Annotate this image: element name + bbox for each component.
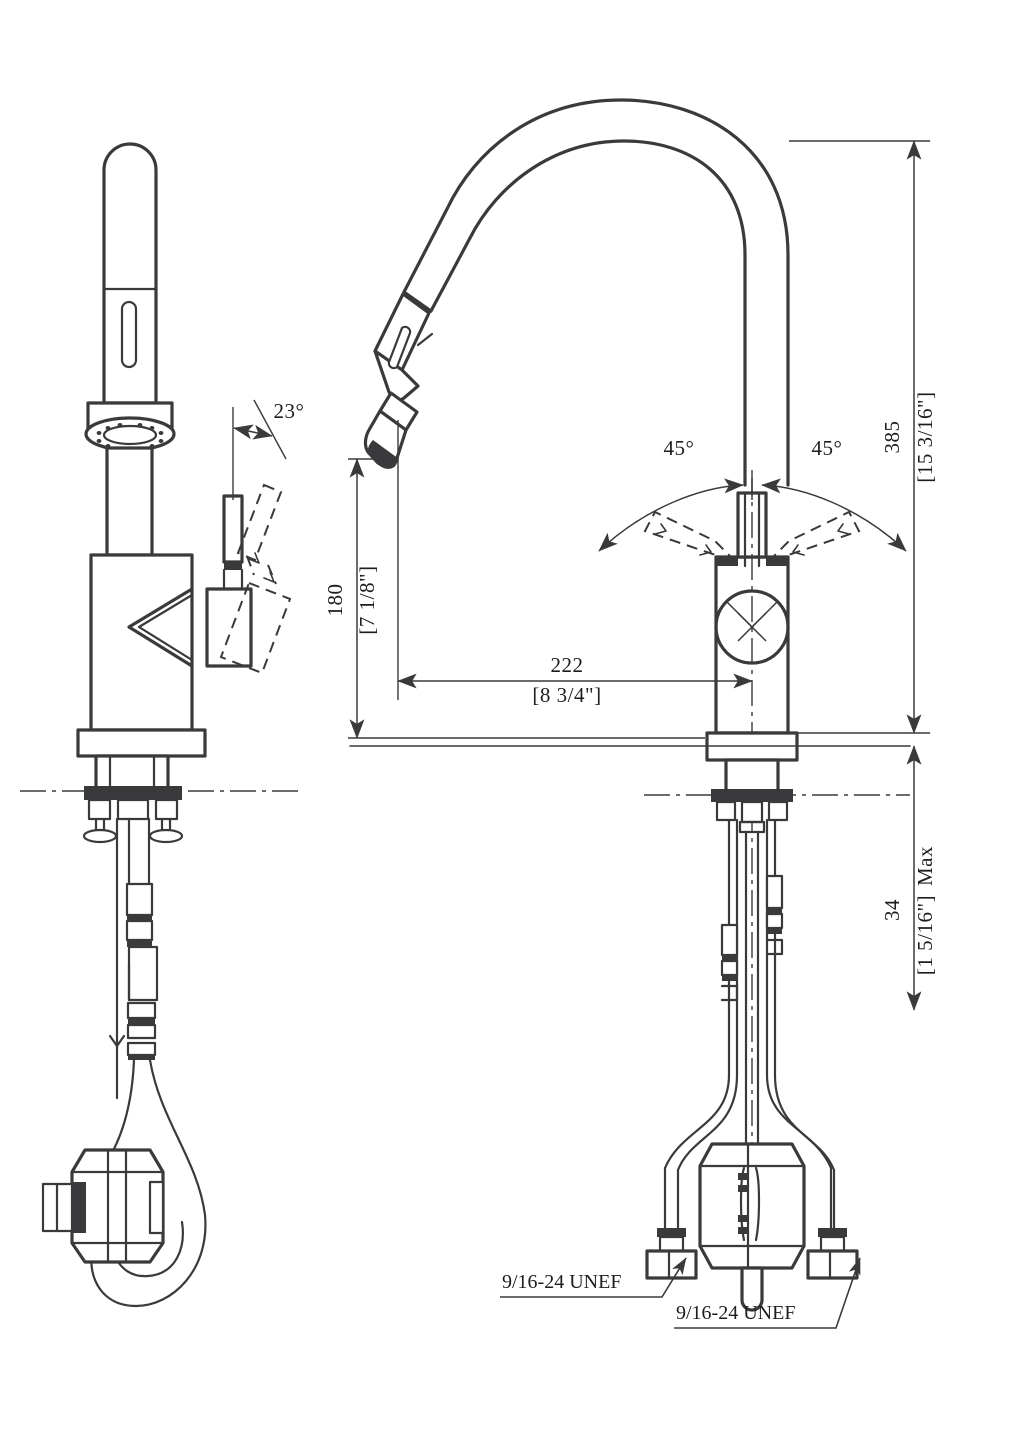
spout-reach-imperial: [8 3/4"] bbox=[532, 683, 601, 707]
mounting-hardware-left bbox=[82, 786, 184, 844]
riser-tube bbox=[105, 446, 154, 557]
overall-height-metric: 385 bbox=[880, 421, 904, 454]
shank-right bbox=[724, 758, 780, 795]
shank-left bbox=[94, 754, 170, 792]
mounting-nut-assembly bbox=[711, 789, 793, 834]
spray-head bbox=[102, 142, 158, 405]
handle-ghost-ticks bbox=[248, 552, 275, 583]
spray-outlet bbox=[363, 391, 419, 469]
hose-weight bbox=[41, 1148, 165, 1264]
handle-lever-ghost bbox=[219, 483, 292, 675]
gooseneck-spout bbox=[402, 98, 790, 487]
overall-height-imperial: [15 3/16"] bbox=[913, 391, 937, 482]
overall-height-dimension: 385 [15 3/16"] bbox=[789, 140, 937, 734]
swivel-left-angle-label: 45° bbox=[664, 436, 695, 460]
deck-thickness-suffix: Max bbox=[913, 846, 937, 886]
handle-lift-angle-dimension: 23° bbox=[232, 399, 305, 500]
thread-callout-left: 9/16-24 UNEF bbox=[500, 1257, 687, 1298]
deck-thickness-metric: 34 bbox=[880, 899, 904, 921]
handle-ghost-positions-right bbox=[643, 510, 861, 563]
thread-callout-right: 9/16-24 UNEF bbox=[674, 1257, 861, 1329]
spray-face-ring bbox=[84, 401, 176, 452]
supply-hoses-right bbox=[663, 1073, 836, 1234]
escutcheon-left bbox=[76, 728, 207, 758]
hose-end-nut-left bbox=[645, 1228, 698, 1280]
spout-reach-dimension: 222 [8 3/4"] bbox=[397, 420, 753, 707]
deck-thickness-imperial: [1 5/16"] bbox=[913, 895, 937, 975]
spout-reach-metric: 222 bbox=[551, 653, 584, 677]
swivel-right-angle-label: 45° bbox=[812, 436, 843, 460]
handle-lift-angle-label: 23° bbox=[274, 399, 305, 423]
deck-thickness-dimension: 34 [1 5/16"] Max bbox=[880, 745, 937, 1011]
swivel-angle-dimension: 45° 45° bbox=[598, 436, 907, 552]
spray-wand bbox=[373, 290, 434, 402]
thread-callout-right-text: 9/16-24 UNEF bbox=[676, 1302, 795, 1324]
thread-callout-left-text: 9/16-24 UNEF bbox=[502, 1271, 621, 1293]
valve-body-left bbox=[89, 553, 194, 732]
left-view-front-elevation bbox=[20, 142, 300, 1308]
hose-end-nut-right bbox=[806, 1228, 859, 1280]
pulldown-hose-left bbox=[90, 817, 207, 1308]
spout-height-dimension: 180 [7 1/8"] bbox=[323, 458, 705, 739]
spout-height-metric: 180 bbox=[323, 584, 347, 617]
spout-height-imperial: [7 1/8"] bbox=[355, 565, 379, 634]
right-view-side-elevation bbox=[349, 98, 911, 1312]
handle-lever[interactable] bbox=[205, 494, 253, 668]
quick-connect-body bbox=[698, 1142, 806, 1312]
